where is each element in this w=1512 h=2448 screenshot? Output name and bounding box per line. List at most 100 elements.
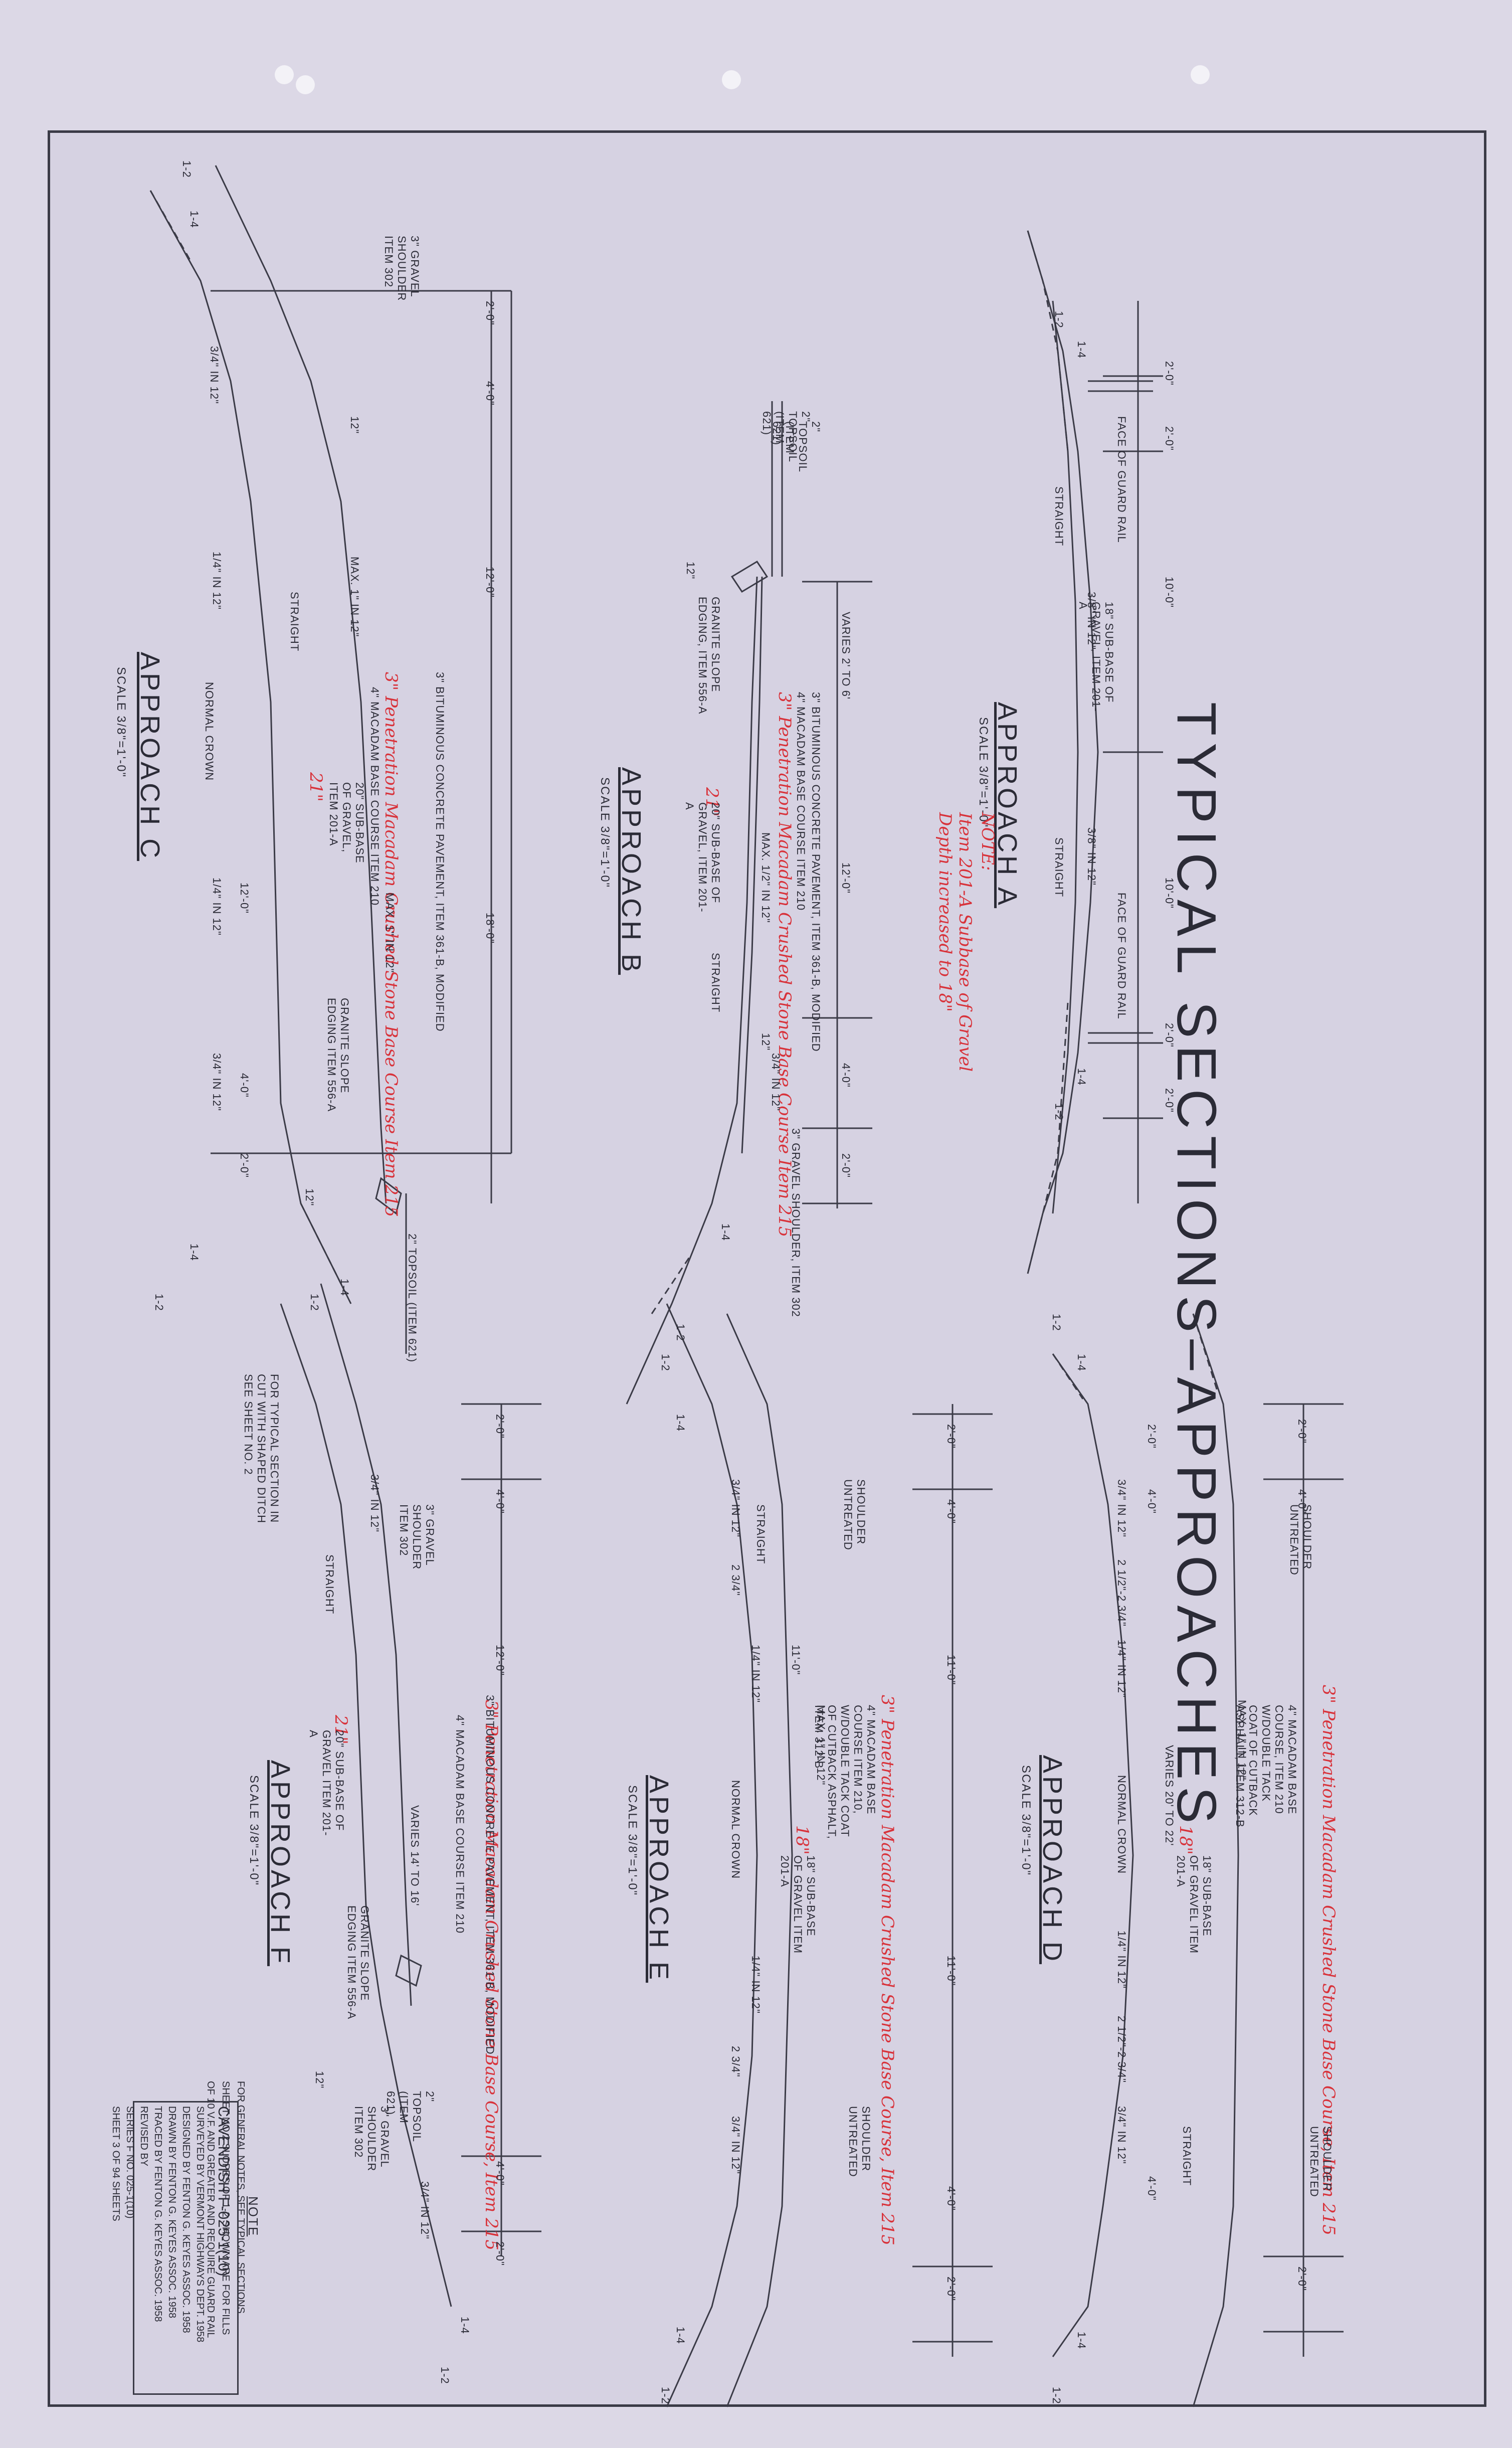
- slope-label: 1-4: [1075, 1354, 1088, 1371]
- approach-c-label: 2" TOPSOIL (ITEM 621): [771, 421, 822, 472]
- approach-e-dim: 2 3/4": [729, 1564, 742, 1596]
- approach-d-dim: 4'-0": [1146, 2176, 1158, 2201]
- slope-label: 1-4: [188, 211, 201, 228]
- approach-f-dim: 2'-0": [494, 2241, 506, 2266]
- approach-c-label: 3/4" IN 12": [208, 346, 221, 404]
- slope-label: 1-2: [659, 2387, 672, 2404]
- slope-label: 1-2: [308, 1294, 321, 1311]
- approach-d-label: 3/4" IN 12": [1115, 1479, 1128, 1537]
- approach-d-label: VARIES 20' TO 22': [1163, 1745, 1176, 1846]
- title-block-row: REVISED BY: [138, 2106, 149, 2167]
- approach-f-label: 20" SUB-BASE OF GRAVEL ITEM 201-A: [307, 1730, 346, 1836]
- approach-f-dim: 4'-0": [494, 2161, 506, 2186]
- approach-a-title: APPROACH A: [992, 702, 1022, 909]
- slope-label: 1-2: [1050, 1314, 1063, 1331]
- approach-c-dim: 4'-0": [238, 1073, 251, 1098]
- approach-c-label: 1/4" IN 12": [211, 878, 223, 936]
- approach-c-label: GRANITE SLOPE EDGING ITEM 556-A: [325, 998, 351, 1112]
- approach-a-label: STRAIGHT: [1053, 486, 1065, 547]
- approach-e-red: 3" Penetration Macadam Crushed Stone Bas…: [877, 1695, 897, 2246]
- approach-b-label: 3" BITUMINOUS CONCRETE PAVEMENT, ITEM 36…: [810, 692, 822, 1052]
- approach-b-drawing: [626, 401, 872, 1405]
- binding-hole: [722, 70, 741, 89]
- approach-f-label: 3" GRAVEL SHOULDER ITEM 302: [398, 1504, 436, 1570]
- approach-c-label: 4" MACADAM BASE COURSE ITEM 210: [368, 687, 381, 906]
- approach-a-label: 18" SUB-BASE OF GRAVEL, ITEM 201-A: [1077, 602, 1115, 712]
- approach-e-label: STRAIGHT: [754, 1504, 767, 1564]
- title-block-row: DRAWN BY FENTON G. KEYES ASSOC. 1958: [166, 2106, 177, 2319]
- slope-label: 1-2: [659, 1354, 672, 1371]
- approach-a-label: 3/8" IN 12": [1085, 827, 1098, 886]
- slope-label: 1-4: [188, 1244, 201, 1261]
- approach-e-drawing: [666, 1303, 993, 2407]
- title-block-row: SHEET 3 OF 94 SHEETS: [110, 2106, 121, 2221]
- title-block-row: DESIGNED BY FENTON G. KEYES ASSOC. 1958: [180, 2106, 192, 2333]
- approach-b-label: VARIES 2' TO 6': [840, 612, 852, 700]
- approach-b-dim: 2'-0": [840, 1153, 852, 1178]
- approach-f-dim: 2'-0": [494, 1414, 506, 1439]
- approach-d-dim: 2'-0": [1296, 2266, 1308, 2291]
- approach-a-dim: 10'-0": [1163, 878, 1176, 909]
- approach-b-label: GRANITE SLOPE EDGING, ITEM 556-A: [696, 597, 722, 715]
- approach-f-dim: 12'-0": [494, 1645, 506, 1676]
- approach-c-label: MAX. 1" IN 12": [384, 893, 396, 973]
- approach-e-dim: 11'-0": [945, 1956, 958, 1986]
- approach-e-label: SHOULDER UNTREATED: [842, 1479, 867, 1550]
- approach-c-dim: 2'-0": [484, 301, 496, 325]
- approach-c-label: 20" SUB-BASE OF GRAVEL, ITEM 201-A: [327, 782, 366, 863]
- approach-d-dim: 2'-0": [1296, 1419, 1308, 1444]
- approach-b-label: 3" GRAVEL SHOULDER, ITEM 302: [790, 1128, 802, 1317]
- approach-c-label: 3/4" IN 12": [211, 1053, 223, 1111]
- approach-b-title: APPROACH B: [616, 767, 646, 975]
- slope-label: 1-4: [719, 1223, 732, 1241]
- approach-f-label: 2" TOPSOIL (ITEM 621): [385, 2091, 436, 2142]
- approach-c-dim: 12": [303, 1188, 316, 1206]
- slope-label: 1-2: [1053, 311, 1065, 328]
- approach-f-label: FOR TYPICAL SECTION IN CUT WITH SHAPED D…: [242, 1374, 281, 1524]
- approach-c-dim: 2'-0": [238, 1153, 251, 1178]
- approach-d-scale: SCALE 3/8"=1'-0": [1019, 1765, 1033, 1876]
- approach-d-label: 18" SUB-BASE OF GRAVEL ITEM 201-A: [1175, 1855, 1213, 1954]
- slope-label: 1-2: [180, 160, 193, 178]
- approach-b-label: STRAIGHT: [709, 953, 722, 1013]
- title-block: [133, 2101, 239, 2395]
- approach-f-label: 3" GRAVEL SHOULDER ITEM 302: [352, 2106, 391, 2172]
- approach-f-label: 4" MACADAM BASE COURSE ITEM 210: [454, 1715, 466, 1934]
- approach-f-label: 3" BITUMINOUS CONCRETE PAVEMENT, ITEM 36…: [484, 1695, 496, 2055]
- approach-c-dim: 18'-0": [484, 913, 496, 944]
- slope-label: 1-4: [1075, 2332, 1088, 2349]
- approach-a-note-head: NOTE:: [978, 812, 998, 871]
- approach-f-label: 3/4" IN 12": [368, 1474, 381, 1532]
- approach-e-dim: 4'-0": [945, 2186, 958, 2211]
- title-block-row: SURVEYED BY VERMONT HIGHWAYS DEPT. 1958: [195, 2106, 206, 2343]
- approach-d-title: APPROACH D: [1037, 1755, 1067, 1965]
- approach-d-label: STRAIGHT: [1181, 2126, 1193, 2186]
- approach-e-dim: 11'-0": [790, 1645, 802, 1675]
- title-block-row: TRACED BY FENTON G. KEYES ASSOC. 1958: [152, 2106, 163, 2322]
- approach-e-scale: SCALE 3/8"=1'-0": [626, 1785, 639, 1896]
- approach-f-label: VARIES 14' TO 16': [409, 1805, 421, 1906]
- title-block-row: SERIES F NO. 025-1(10): [124, 2106, 135, 2219]
- approach-a-drawing: [1027, 230, 1163, 1274]
- approach-e-label: 18" SUB-BASE OF GRAVEL ITEM 201-A: [779, 1855, 817, 1954]
- slope-label: 1-4: [459, 2317, 471, 2334]
- approach-c-label: 3" GRAVEL SHOULDER ITEM 302: [383, 236, 421, 301]
- approach-c-dim: 4'-0": [484, 381, 496, 406]
- approach-b-label: 20" SUB-BASE OF GRAVEL, ITEM 201-A: [683, 802, 722, 913]
- approach-d-dim: 2 1/2"-2 3/4": [1115, 2016, 1128, 2083]
- approach-f-dim: 4'-0": [494, 1489, 506, 1514]
- approach-d-dim: 2 1/2"-2 3/4": [1115, 1559, 1128, 1627]
- approach-c-label: 1/4" IN 12": [211, 552, 223, 610]
- sheet-title: TYPICAL SECTIONS–APPROACHES: [1166, 702, 1227, 1831]
- slope-label: 1-2: [439, 2367, 451, 2384]
- approach-e-red-depth: 18": [792, 1825, 812, 1855]
- slope-label: 1-4: [338, 1279, 351, 1296]
- approach-e-label: 1/4" IN 12": [749, 1645, 762, 1703]
- approach-e-label: 1/4" IN 12": [749, 1956, 762, 2014]
- approach-e-dim: 4'-0": [945, 1499, 958, 1524]
- approach-c-dim: 12'-0": [484, 567, 496, 598]
- approach-b-label: 3/4" IN 12": [770, 1053, 782, 1111]
- approach-b-dim: 12'-0": [840, 862, 852, 894]
- approach-e-label: SHOULDER UNTREATED: [847, 2106, 872, 2177]
